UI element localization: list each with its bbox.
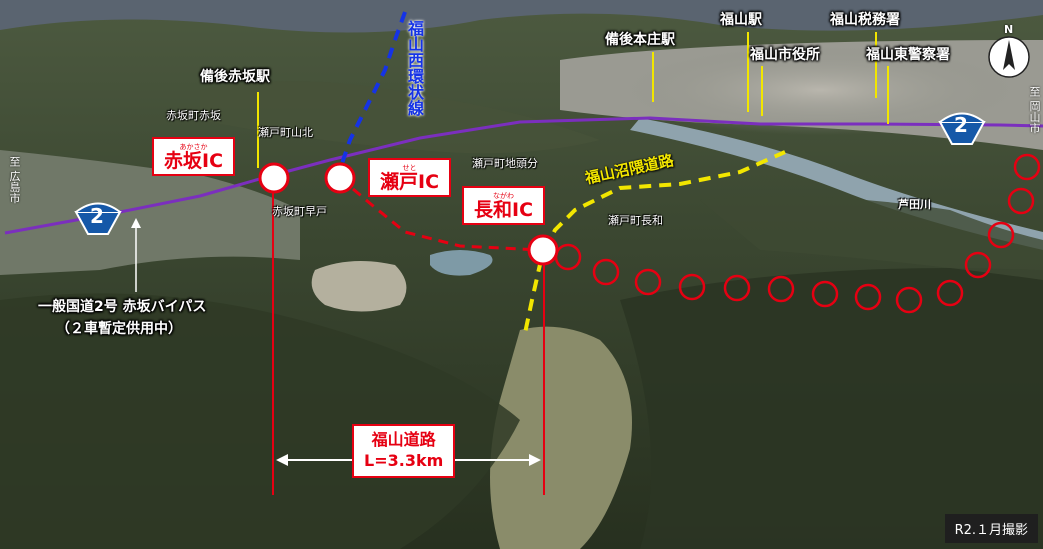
valley-fields (490, 326, 632, 549)
akasaka-ic-box: あかさか 赤坂IC (152, 137, 236, 176)
seto-ic-name: 瀬戸IC (380, 171, 440, 193)
akasaka-ic-ruby: あかさか (179, 143, 208, 151)
to-okayama-label: 至 岡山市 (1028, 86, 1041, 134)
quarry (311, 261, 407, 312)
city-core (620, 45, 1020, 135)
ashida-river-label: 芦田川 (898, 198, 931, 211)
planned-circle (723, 274, 751, 302)
to-hiroshima-label: 至 広島市 (8, 156, 21, 204)
nagawa-ic-name: 長和IC (474, 199, 534, 221)
seto-ic-box: せと 瀬戸IC (368, 158, 452, 197)
photo-date: R2.１月撮影 (944, 514, 1038, 543)
planned-circle (678, 273, 706, 301)
planned-circle (554, 243, 582, 271)
fukuyama-tax-office-label: 福山税務署 (830, 12, 900, 28)
fukuyama-city-hall-label: 福山市役所 (750, 47, 820, 63)
far-hills (0, 0, 1043, 33)
left-town (0, 150, 300, 275)
route2-shield-left (74, 202, 122, 235)
west-ring-line (336, 11, 407, 176)
numakuma-line-south (522, 259, 543, 339)
arrow-head-left (276, 454, 288, 466)
seto-jitouwake-label: 瀬戸町地頭分 (472, 157, 538, 170)
north-arrow-icon (988, 36, 1030, 78)
ridge-1 (0, 293, 520, 549)
planned-route-circles (554, 153, 1041, 314)
north-label: N (1004, 23, 1014, 36)
planned-circle (1007, 187, 1035, 215)
planned-circle (936, 279, 964, 307)
ridge-2 (620, 268, 1043, 549)
fukuyama-road-name: 福山道路 (371, 430, 436, 449)
akasaka-hayato-label: 赤坂町早戸 (272, 205, 327, 218)
fukuyama-road-box: 福山道路 L=3.3km (352, 424, 456, 478)
planned-circle (592, 258, 620, 286)
route2-line (4, 116, 1043, 235)
ridge-4 (700, 196, 1043, 280)
bingo-akasaka-station-label: 備後赤坂駅 (200, 69, 270, 85)
seto-nagawa-label: 瀬戸町長和 (608, 214, 663, 227)
planned-circle (634, 268, 662, 296)
route2-shield-right (938, 112, 986, 145)
fukuyama-road-length: L=3.3km (364, 450, 444, 470)
seto-ic-marker (324, 162, 356, 194)
planned-circle (1013, 153, 1041, 181)
akasaka-akasaka-label: 赤坂町赤坂 (166, 109, 221, 122)
fukuyama-station-label: 福山駅 (720, 12, 762, 28)
numakuma-line (543, 150, 786, 251)
route2-caption-line2: （２車暫定供用中） (56, 321, 182, 337)
arrow-head-right (529, 454, 541, 466)
route2-caption-line1: 一般国道2号 赤坂バイパス (38, 299, 207, 315)
akasaka-ic-name: 赤坂IC (164, 150, 224, 172)
seto-ic-ruby: せと (402, 164, 417, 172)
pointer-route2-head (131, 218, 141, 228)
reservoir (430, 250, 493, 276)
planned-circle (987, 221, 1015, 249)
planned-circle (854, 283, 882, 311)
route2-number-left: 2 (90, 204, 104, 228)
planned-circle (895, 286, 923, 314)
fukuyama-east-police-label: 福山東警察署 (866, 47, 950, 63)
nagawa-ic-marker (527, 234, 559, 266)
planned-circle (964, 251, 992, 279)
seto-yamakita-label: 瀬戸町山北 (258, 126, 313, 139)
route2-number-right: 2 (954, 113, 968, 137)
west-ring-road-label: 福山西環状線 (405, 20, 424, 116)
planned-circle (811, 280, 839, 308)
akasaka-ic-marker (258, 162, 290, 194)
nagawa-ic-ruby: ながわ (493, 192, 514, 200)
nagawa-ic-box: ながわ 長和IC (462, 186, 546, 225)
planned-circle (767, 275, 795, 303)
ridge-3 (200, 81, 600, 154)
bingo-honjo-station-label: 備後本庄駅 (605, 32, 675, 48)
